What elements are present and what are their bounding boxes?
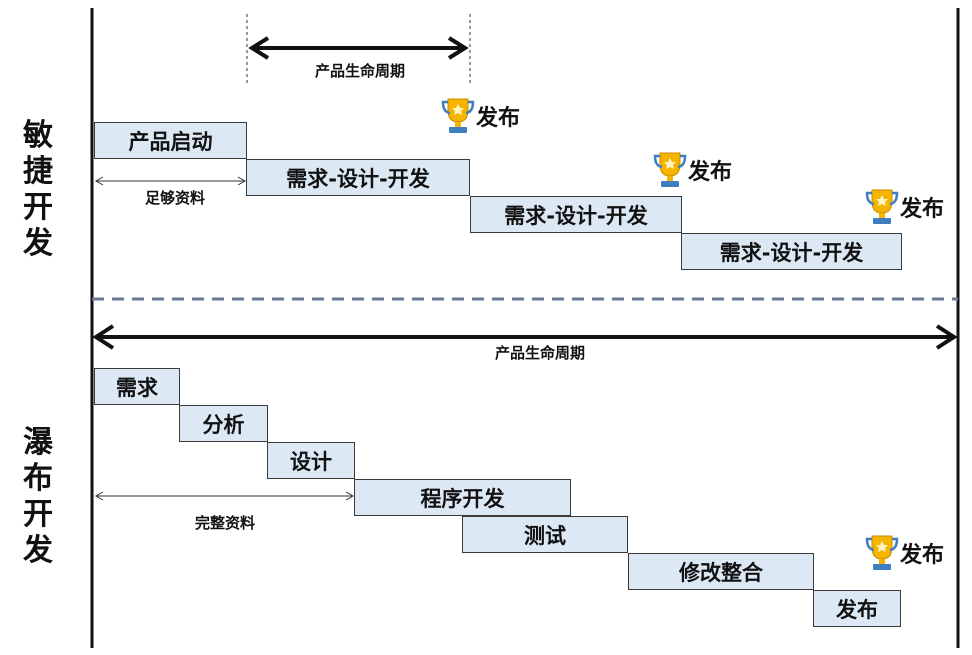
trophy-icon — [864, 187, 900, 227]
phase-release: 发布 — [813, 590, 901, 627]
complete-docs-label: 完整资料 — [194, 514, 255, 532]
release-label: 发布 — [900, 543, 945, 568]
enough-docs-arrow — [94, 176, 247, 186]
trophy-icon — [652, 150, 688, 190]
agile-release-1: 发布 — [440, 96, 520, 136]
agile-lifecycle-arrow — [248, 36, 469, 60]
waterfall-lifecycle-arrow — [92, 324, 958, 350]
complete-docs-arrow — [94, 491, 355, 501]
trophy-icon — [864, 533, 900, 573]
agile-title: 敏 捷 开 发 — [23, 118, 53, 261]
phase-development: 程序开发 — [354, 479, 571, 516]
waterfall-release: 发布 — [864, 533, 944, 573]
agile-iteration-2: 需求-设计-开发 — [470, 196, 682, 233]
phase-analysis: 分析 — [179, 405, 268, 442]
agile-lifecycle-label: 产品生命周期 — [314, 62, 405, 80]
product-start-box: 产品启动 — [94, 122, 247, 159]
release-label: 发布 — [900, 197, 945, 222]
waterfall-title: 瀑 布 开 发 — [23, 425, 53, 568]
agile-iteration-1: 需求-设计-开发 — [246, 159, 470, 196]
phase-testing: 测试 — [462, 516, 628, 553]
waterfall-lifecycle-label: 产品生命周期 — [494, 344, 585, 362]
enough-docs-label: 足够资料 — [144, 189, 205, 207]
trophy-icon — [440, 96, 476, 136]
agile-release-3: 发布 — [864, 187, 944, 227]
phase-requirements: 需求 — [94, 368, 180, 405]
agile-release-2: 发布 — [652, 150, 732, 190]
phase-design: 设计 — [267, 442, 355, 479]
release-label: 发布 — [688, 160, 733, 185]
release-label: 发布 — [476, 106, 521, 131]
agile-iteration-3: 需求-设计-开发 — [681, 233, 902, 270]
phase-integration: 修改整合 — [628, 553, 814, 590]
